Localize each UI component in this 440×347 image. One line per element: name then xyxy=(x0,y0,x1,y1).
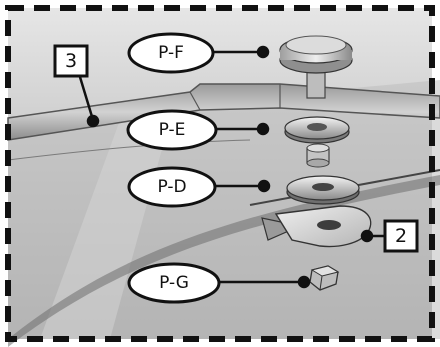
knob-part xyxy=(279,35,353,99)
leader-dot-pf xyxy=(256,45,270,59)
label-pg: P-G xyxy=(127,262,221,304)
trim-rail xyxy=(7,83,440,141)
leader-lines xyxy=(78,45,384,289)
callout-2: 2 xyxy=(383,219,419,253)
label-pe-text: P-E xyxy=(159,120,186,140)
washer-lower-part xyxy=(286,175,360,205)
panel-crease xyxy=(8,175,440,347)
trim-rail-edge xyxy=(189,84,281,111)
leader-dot-pe xyxy=(256,122,270,136)
label-pe: P-E xyxy=(126,109,218,151)
bushing-part xyxy=(306,143,330,168)
label-pf: P-F xyxy=(127,32,215,74)
callout-2-text: 2 xyxy=(395,225,407,247)
callout-3-text: 3 xyxy=(65,50,77,72)
label-pf-text: P-F xyxy=(158,43,184,63)
label-pg-text: P-G xyxy=(159,273,189,293)
washer-upper-part xyxy=(284,116,350,144)
leader-dot-2 xyxy=(360,229,374,243)
leader-dot-pg xyxy=(297,275,311,289)
panel-line xyxy=(7,139,251,161)
bracket-part xyxy=(261,205,372,248)
label-pd: P-D xyxy=(127,166,217,208)
dashed-frame xyxy=(5,5,435,342)
nut-part xyxy=(309,265,340,291)
leader-dot-3 xyxy=(86,114,100,128)
label-pd-text: P-D xyxy=(157,177,186,197)
callout-3: 3 xyxy=(53,44,89,78)
leader-dot-pd xyxy=(257,179,271,193)
